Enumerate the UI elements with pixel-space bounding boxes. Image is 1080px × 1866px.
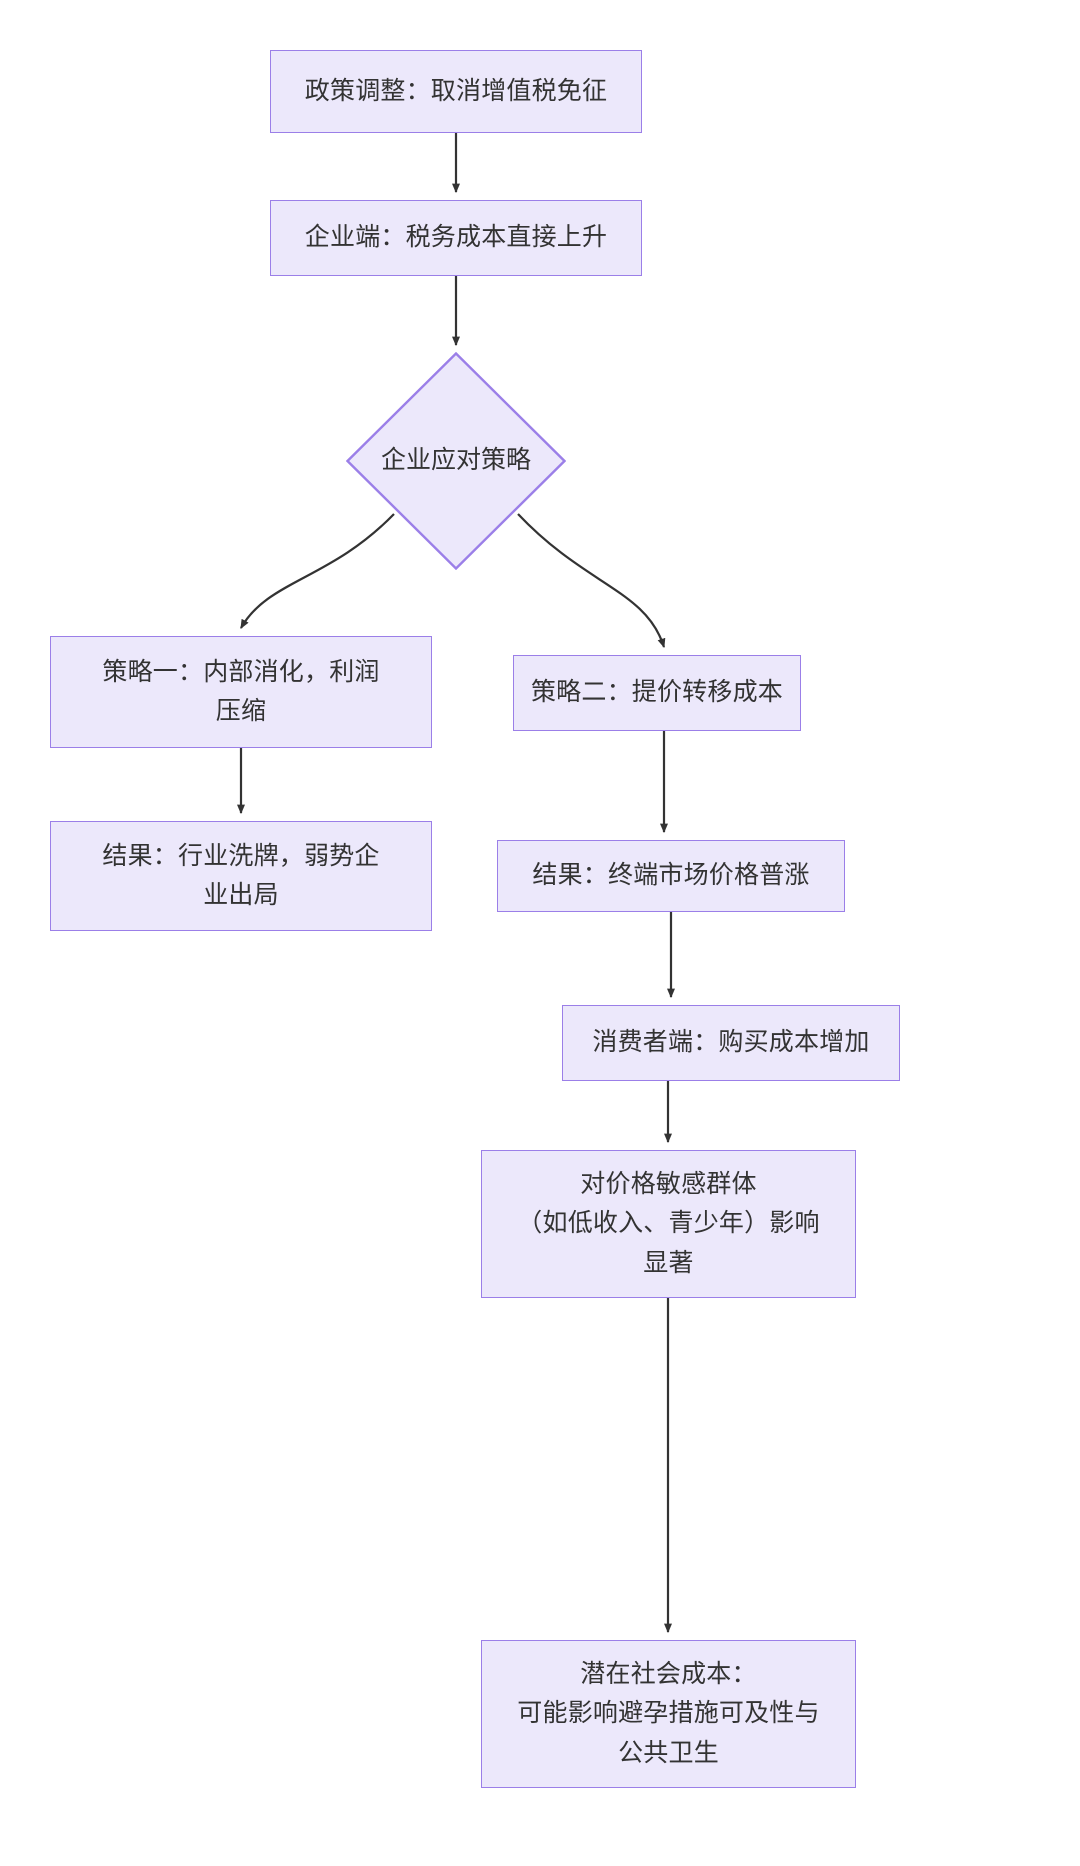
node-price-sensitive-groups[interactable]: 对价格敏感群体 （如低收入、青少年）影响 显著 (481, 1150, 856, 1298)
node-strategy-one[interactable]: 策略一：内部消化，利润 压缩 (50, 636, 432, 748)
node-consumer-side[interactable]: 消费者端：购买成本增加 (562, 1005, 900, 1081)
node-policy-adjustment[interactable]: 政策调整：取消增值税免征 (270, 50, 642, 133)
node-strategy-decision[interactable]: 企业应对策略 (346, 352, 566, 570)
node-enterprise-side[interactable]: 企业端：税务成本直接上升 (270, 200, 642, 276)
node-strategy-decision-label: 企业应对策略 (380, 446, 531, 475)
node-potential-social-cost[interactable]: 潜在社会成本： 可能影响避孕措施可及性与 公共卫生 (481, 1640, 856, 1788)
node-result-two[interactable]: 结果：终端市场价格普涨 (497, 840, 845, 912)
node-strategy-two[interactable]: 策略二：提价转移成本 (513, 655, 801, 731)
node-result-one[interactable]: 结果：行业洗牌，弱势企 业出局 (50, 821, 432, 931)
diamond-shape-icon (346, 352, 566, 570)
